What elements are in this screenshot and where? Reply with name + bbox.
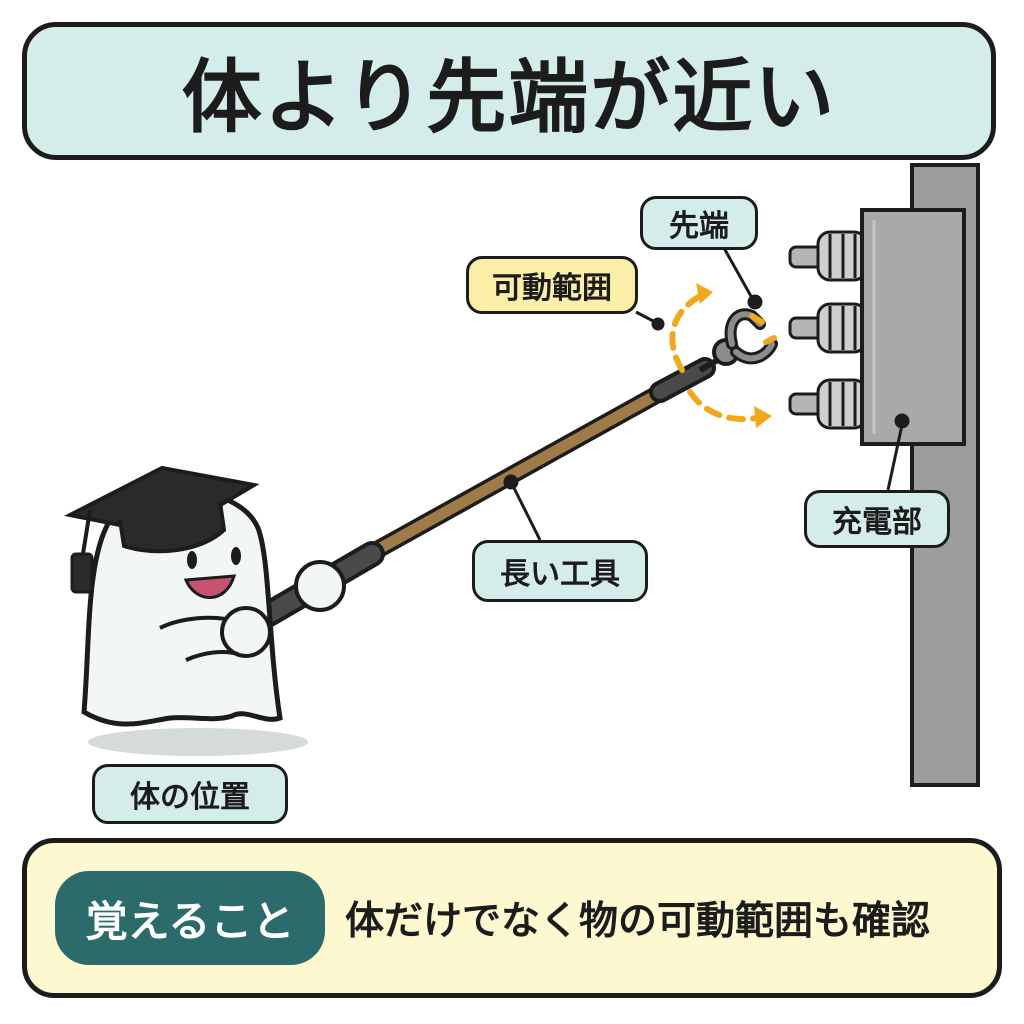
- electrical-box: [860, 208, 966, 446]
- key-point-banner: 覚えること 体だけでなく物の可動範囲も確認: [22, 838, 1002, 998]
- label-live-part: 充電部: [804, 490, 950, 548]
- range-arrows: [669, 283, 772, 428]
- title-banner: 体より先端が近い: [22, 22, 996, 160]
- graduation-cap-icon: [63, 465, 260, 594]
- key-point-badge: 覚えること: [55, 871, 325, 965]
- insulator-top: [788, 230, 868, 282]
- tool-claw: [712, 308, 778, 366]
- leader-lines: [503, 247, 910, 541]
- insulator-bottom: [788, 378, 868, 430]
- key-point-text: 体だけでなく物の可動範囲も確認: [345, 899, 931, 944]
- label-movable-range: 可動範囲: [466, 256, 638, 314]
- page-title: 体より先端が近い: [181, 51, 837, 144]
- label-tip: 先端: [640, 196, 758, 250]
- insulator-middle: [788, 302, 868, 354]
- label-body-position: 体の位置: [92, 764, 288, 824]
- label-long-tool: 長い工具: [472, 540, 648, 602]
